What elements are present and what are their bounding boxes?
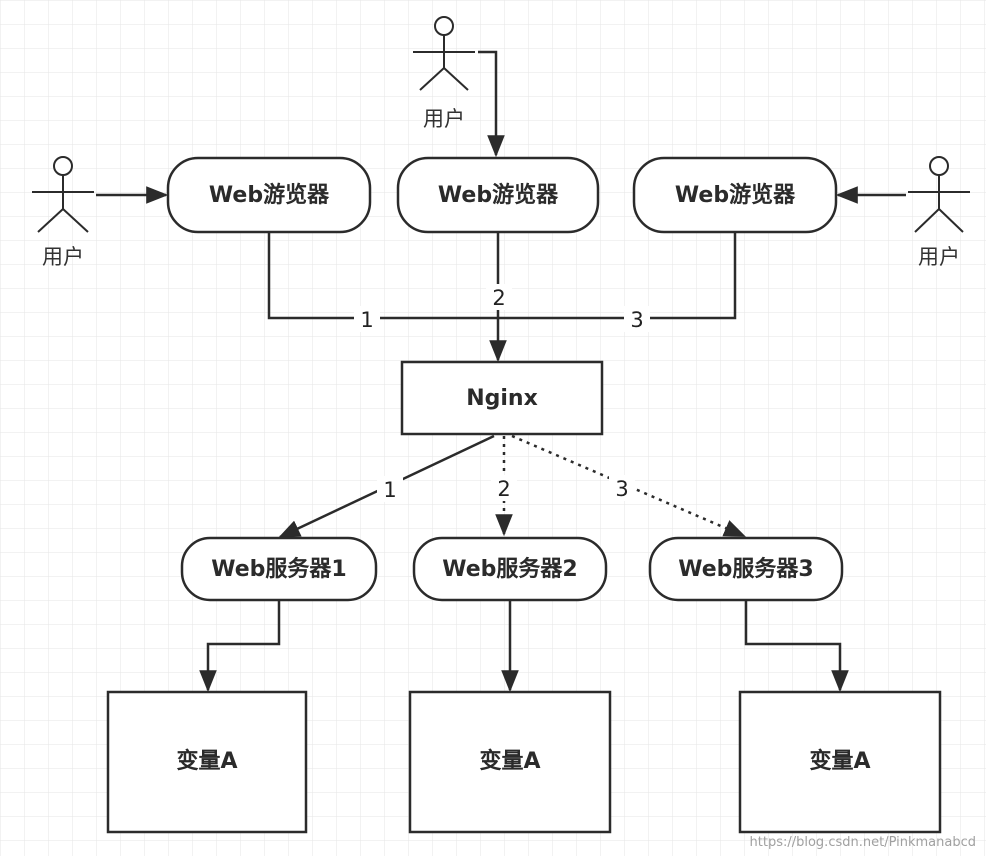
edge-server-1-variable: [199, 600, 281, 693]
variable-node-1[interactable]: 变量A: [106, 690, 308, 834]
edges-user-browser: [96, 50, 906, 204]
variable-node-3[interactable]: 变量A: [738, 690, 942, 834]
server-label: Web服务器2: [442, 557, 577, 582]
server-label: Web服务器1: [211, 557, 346, 582]
person-icon: [32, 156, 94, 233]
person-icon: [413, 16, 475, 91]
user-label: 用户: [918, 245, 960, 269]
edge-label-browser-1: 1: [360, 308, 373, 332]
server-node-3[interactable]: Web服务器3: [648, 536, 844, 602]
person-icon: [908, 156, 970, 233]
server-node-2[interactable]: Web服务器2: [412, 536, 608, 602]
browser-label: Web游览器: [438, 182, 559, 208]
edge-label-server-3: 3: [615, 477, 628, 501]
edge-label-server-2: 2: [497, 477, 510, 501]
browser-node-left[interactable]: Web游览器: [166, 156, 372, 234]
user-actor-top[interactable]: 用户: [413, 16, 475, 131]
edge-browser-right-nginx: [498, 232, 737, 320]
variable-label: 变量A: [809, 748, 870, 774]
user-label: 用户: [42, 245, 84, 269]
edge-browser-left-nginx: [267, 232, 498, 320]
edge-label-browser-3: 3: [630, 308, 643, 332]
edge-label-server-1: 1: [383, 478, 396, 502]
server-label: Web服务器3: [678, 557, 813, 582]
edge-label-browser-2: 2: [492, 286, 505, 310]
nginx-label: Nginx: [466, 386, 538, 411]
server-node-1[interactable]: Web服务器1: [180, 536, 378, 602]
user-actor-right[interactable]: 用户: [908, 156, 970, 269]
user-label: 用户: [423, 107, 465, 131]
browser-node-middle[interactable]: Web游览器: [396, 156, 600, 234]
variable-label: 变量A: [176, 748, 237, 774]
browser-label: Web游览器: [675, 182, 796, 208]
edge-labels-browser: 1 2 3: [354, 284, 650, 332]
watermark-text: https://blog.csdn.net/Pinkmanabcd: [750, 835, 976, 850]
edge-server-3-variable: [744, 600, 849, 693]
edge-user-top-browser: [478, 50, 505, 158]
nginx-node[interactable]: Nginx: [400, 360, 604, 436]
user-actor-left[interactable]: 用户: [32, 156, 94, 269]
edges-server-variable: [199, 600, 849, 693]
variable-node-2[interactable]: 变量A: [408, 690, 612, 834]
edge-nginx-server-3: [511, 434, 747, 538]
browser-node-right[interactable]: Web游览器: [632, 156, 838, 234]
browser-label: Web游览器: [209, 182, 330, 208]
variable-label: 变量A: [479, 748, 540, 774]
edge-labels-server: 1 2 3: [377, 475, 635, 502]
